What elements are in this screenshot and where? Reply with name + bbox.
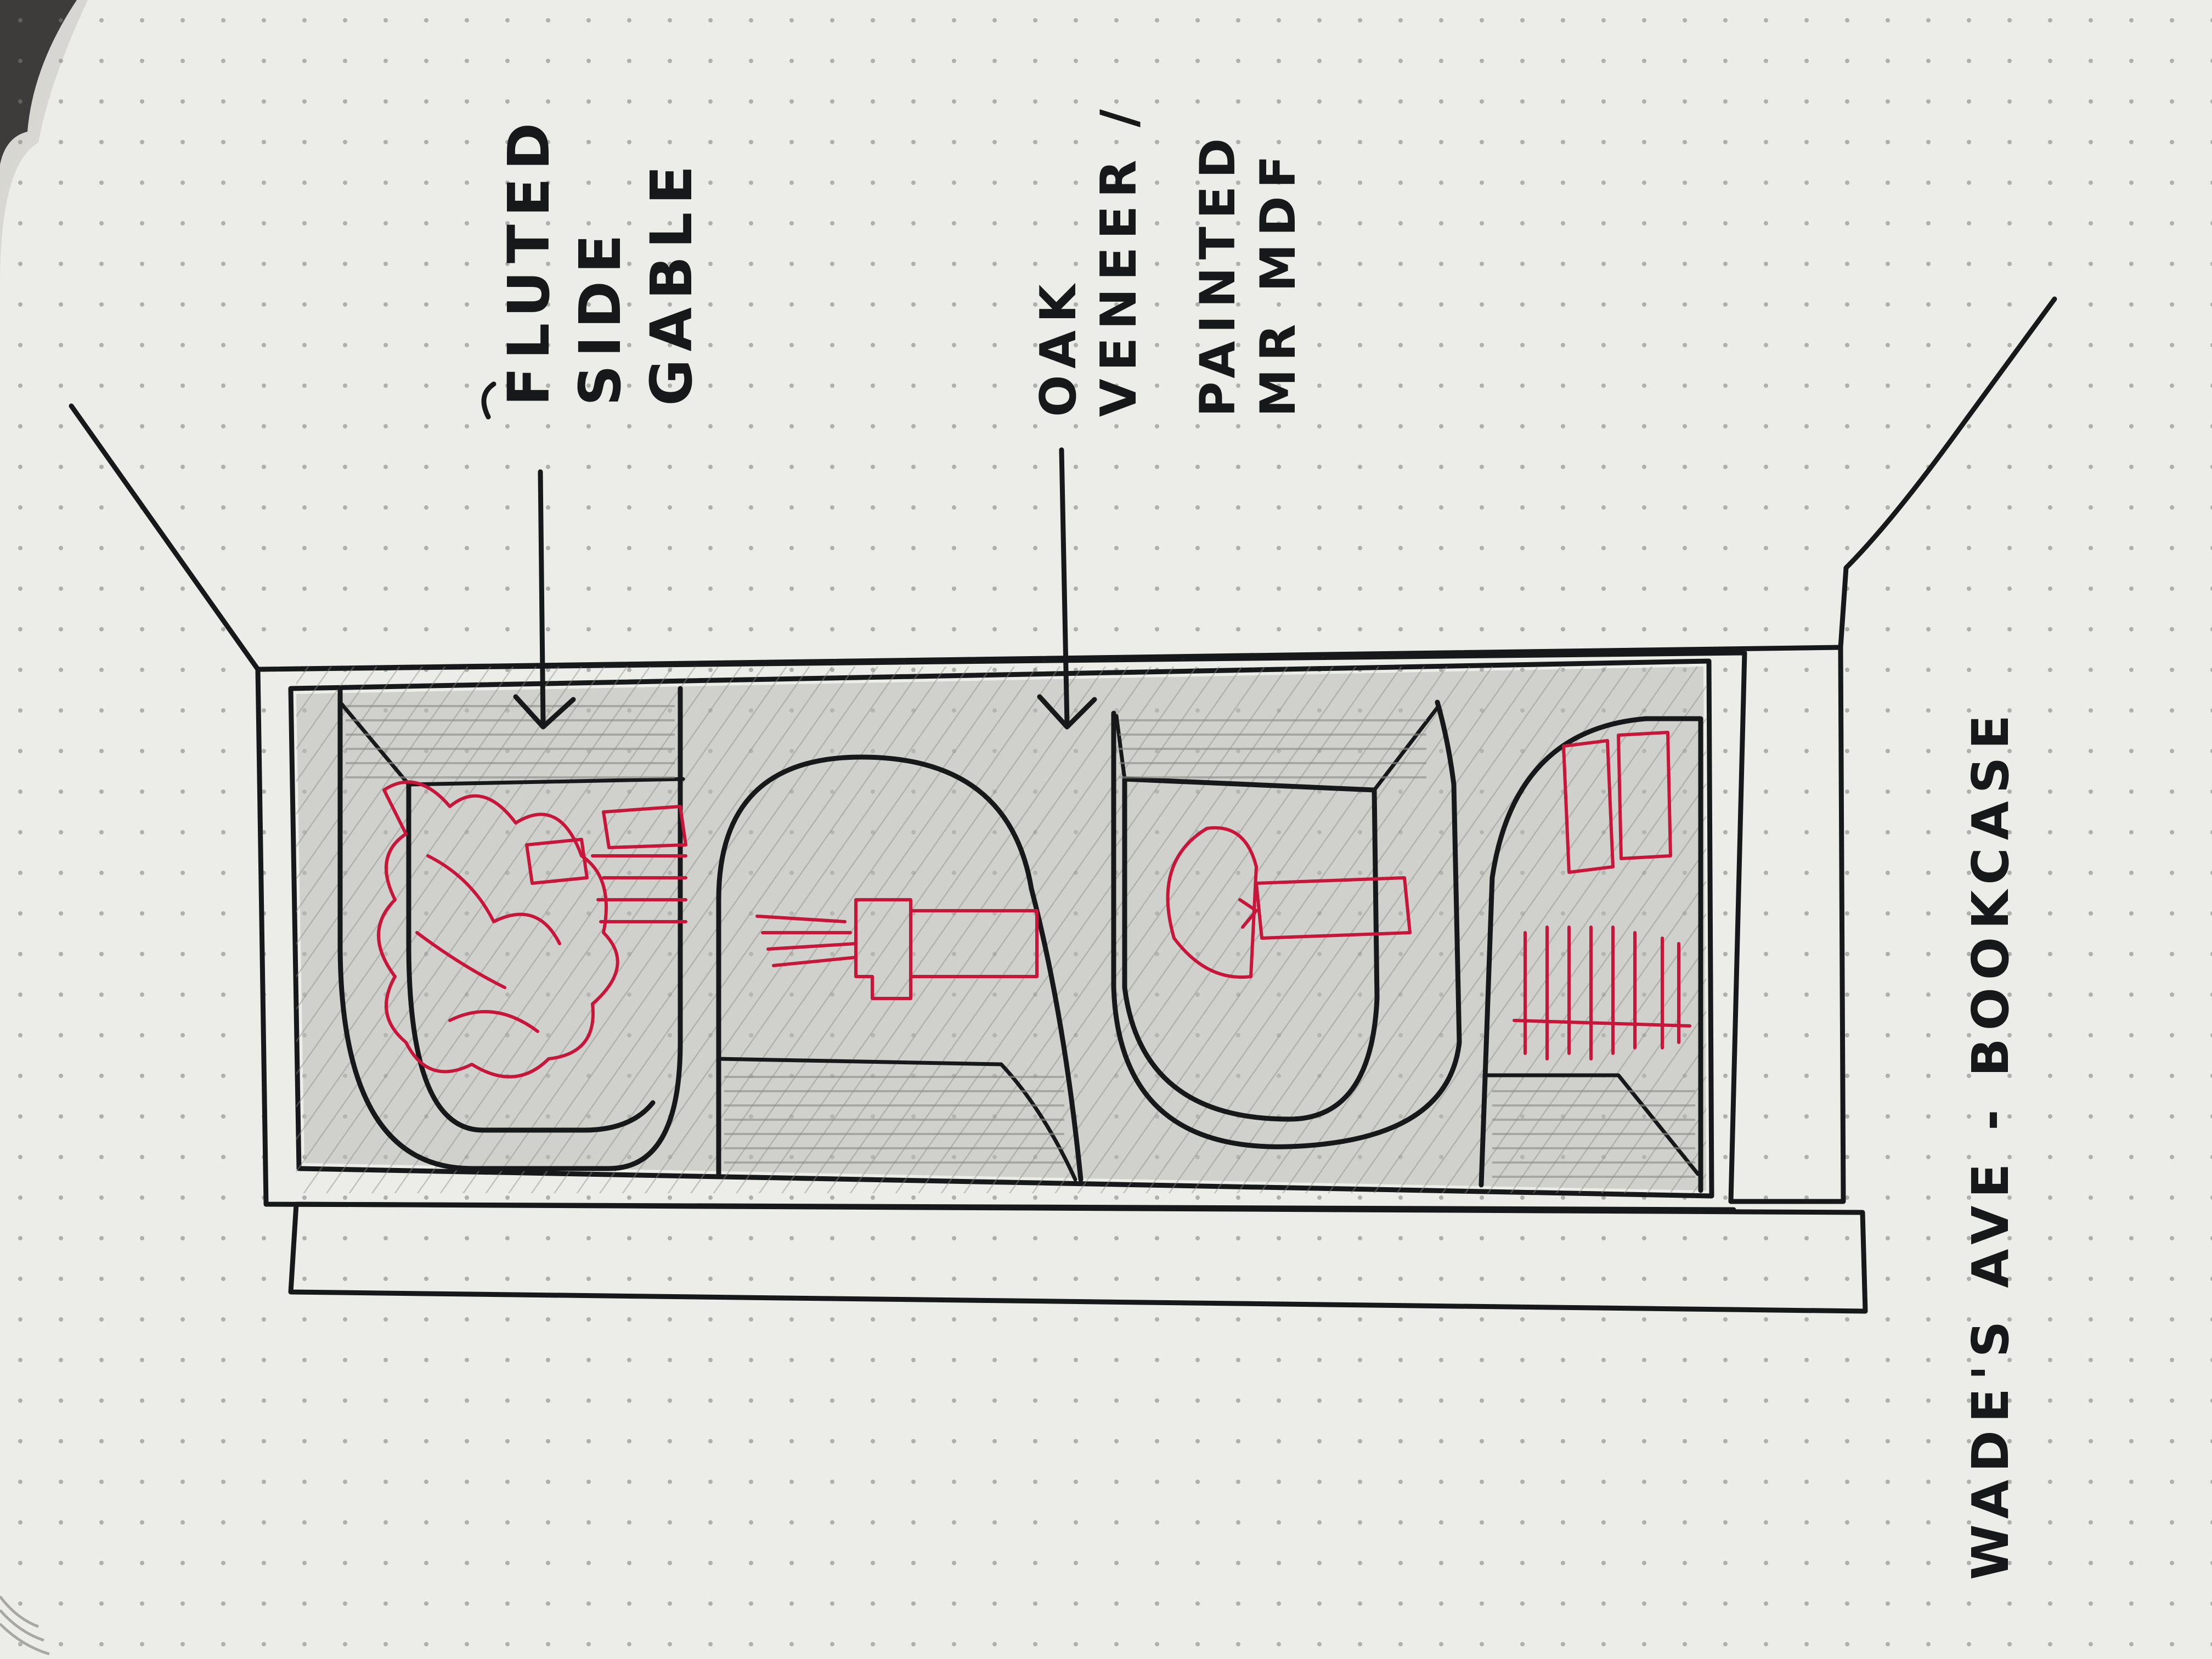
cabinet-top-shelf: [255, 645, 1846, 1204]
niche-2-outline: [716, 754, 1084, 1182]
niche-1-inner-arch: [406, 782, 656, 1133]
note-oak-veneer: OAK VENEER /: [1030, 101, 1148, 417]
red-objects-niche-1: [377, 780, 687, 1079]
room-wall-line-left: [69, 403, 261, 672]
svg-text:OAK: OAK: [1030, 277, 1087, 417]
svg-text:MR MDF: MR MDF: [1250, 148, 1306, 417]
svg-text:WADE'S AVE - BOOKCASE: WADE'S AVE - BOOKCASE: [1961, 707, 2020, 1580]
red-objects-niche-3: [1166, 826, 1412, 979]
room-wall-line-right: [1838, 296, 2057, 650]
page-stack-edges: [0, 1595, 50, 1656]
cabinet-plinth: [288, 1201, 1868, 1314]
niche-1-flutes: [346, 697, 675, 785]
svg-text:SIDE: SIDE: [567, 227, 634, 406]
arrow-fluted-side-gable: [513, 469, 576, 730]
svg-text:PAINTED: PAINTED: [1189, 131, 1246, 417]
niche-3-inner: [1122, 776, 1380, 1122]
caption-wades-ave-bookcase: WADE'S AVE - BOOKCASE: [1961, 707, 2020, 1580]
niche-2-flutes: [724, 1070, 1064, 1169]
arrow-oak-veneer: [1037, 447, 1097, 730]
svg-text:VENEER /: VENEER /: [1090, 101, 1148, 417]
niche-3-outline: [1111, 699, 1462, 1149]
red-objects-niche-4: [1513, 731, 1691, 1060]
svg-text:GABLE: GABLE: [638, 158, 705, 406]
leader-fluted: [481, 381, 496, 420]
niche-1-outline: [337, 686, 683, 1171]
niche-3-flutes: [1119, 708, 1426, 785]
svg-text:FLUTED: FLUTED: [495, 115, 562, 406]
note-painted-mr-mdf: PAINTED MR MDF: [1189, 131, 1306, 417]
niche-4-outline: [1479, 716, 1703, 1193]
red-objects-niche-2: [755, 898, 1039, 1000]
note-fluted-side-gable: FLUTED SIDE GABLE: [495, 115, 705, 406]
niche-4-flutes: [1492, 1081, 1695, 1185]
